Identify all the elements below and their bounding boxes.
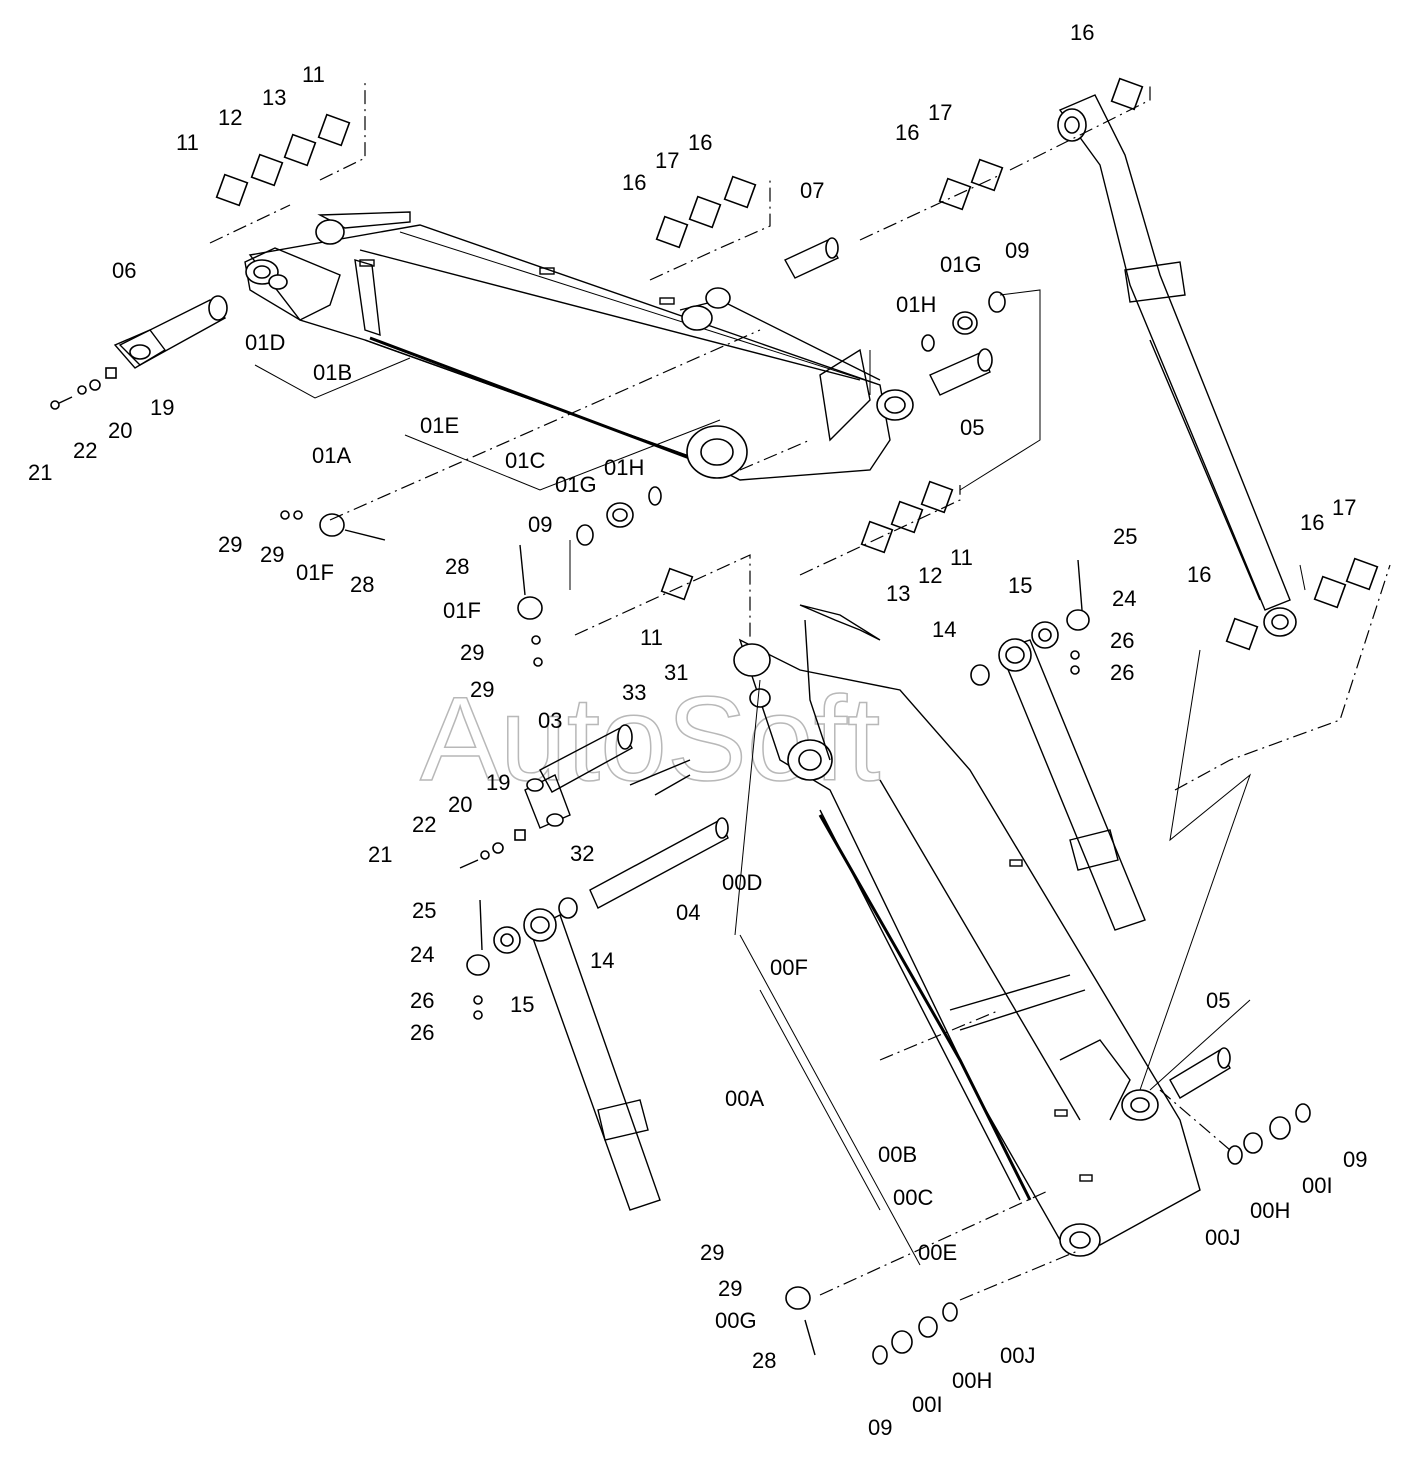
part-number-label: 29 — [260, 542, 284, 567]
part-number-label: 28 — [445, 554, 469, 579]
part-number-label: 19 — [150, 395, 174, 420]
part-number-label: 15 — [1008, 573, 1032, 598]
part-number-label: 06 — [112, 258, 136, 283]
part-number-label: 17 — [928, 100, 952, 125]
part-number-label: 00J — [1000, 1343, 1035, 1368]
part-number-label: 01G — [555, 472, 597, 497]
part-number-label: 01B — [313, 360, 352, 385]
part-number-label: 24 — [1112, 586, 1136, 611]
cylinder-upper-right-drawing — [1057, 94, 1297, 637]
part-number-label: 00H — [952, 1368, 992, 1393]
part-number-label: 11 — [950, 545, 973, 570]
part-number-label: 29 — [470, 677, 494, 702]
part-number-label: 17 — [1332, 495, 1356, 520]
part-number-label: 01H — [896, 292, 936, 317]
part-number-label: 15 — [510, 992, 534, 1017]
part-number-label: 05 — [1206, 988, 1230, 1013]
arm-assembly-drawing — [244, 211, 914, 481]
part-number-label: 16 — [622, 170, 646, 195]
cylinder-middle-drawing — [998, 638, 1146, 931]
part-number-label: 01D — [245, 330, 285, 355]
part-number-label: 00I — [912, 1392, 943, 1417]
part-number-label: 29 — [718, 1276, 742, 1301]
part-number-label: 09 — [1005, 238, 1029, 263]
part-number-label: 12 — [918, 563, 942, 588]
part-number-label: 01F — [296, 560, 334, 585]
part-number-label: 19 — [486, 770, 510, 795]
part-number-label: 01A — [312, 443, 351, 468]
pin-06-drawing — [113, 295, 228, 369]
watermark-text: AutoSoft — [420, 672, 880, 806]
part-number-label: 01F — [443, 598, 481, 623]
part-number-label: 04 — [676, 900, 700, 925]
part-number-label: 26 — [410, 1020, 434, 1045]
part-number-label: 00F — [770, 955, 808, 980]
part-number-label: 14 — [590, 948, 614, 973]
part-number-label: 31 — [664, 660, 688, 685]
part-number-label: 22 — [73, 438, 97, 463]
part-number-label: 01H — [604, 455, 644, 480]
part-number-label: 16 — [688, 130, 712, 155]
part-number-label: 14 — [932, 617, 956, 642]
part-number-label: 07 — [800, 178, 824, 203]
cylinder-lower-left-drawing — [523, 908, 661, 1211]
part-number-label: 32 — [570, 841, 594, 866]
part-number-label: 21 — [28, 460, 52, 485]
part-number-label: 13 — [886, 581, 910, 606]
part-number-label: 09 — [528, 512, 552, 537]
part-number-label: 01C — [505, 448, 545, 473]
part-number-label: 11 — [640, 625, 663, 650]
part-number-label: 00J — [1205, 1225, 1240, 1250]
part-number-label: 29 — [218, 532, 242, 557]
pin-05-lower-drawing — [1169, 1049, 1231, 1099]
part-number-label: 21 — [368, 842, 392, 867]
part-number-label: 25 — [1113, 524, 1137, 549]
part-number-label: 00H — [1250, 1198, 1290, 1223]
part-number-label: 00E — [918, 1240, 957, 1265]
part-number-label: 11 — [176, 130, 199, 155]
part-number-label: 00I — [1302, 1173, 1333, 1198]
part-number-label: 00A — [725, 1086, 764, 1111]
part-number-label: 17 — [655, 148, 679, 173]
part-number-label: 29 — [700, 1240, 724, 1265]
part-number-label: 11 — [302, 62, 325, 87]
part-number-label: 00D — [722, 870, 762, 895]
part-number-label: 09 — [1343, 1147, 1367, 1172]
part-number-label: 20 — [108, 418, 132, 443]
part-number-label: 00B — [878, 1142, 917, 1167]
part-number-label: 28 — [350, 572, 374, 597]
part-number-label: 16 — [1300, 510, 1324, 535]
part-number-label: 12 — [218, 105, 242, 130]
part-number-label: 26 — [1110, 660, 1134, 685]
part-number-label: 16 — [895, 120, 919, 145]
part-number-label: 25 — [412, 898, 436, 923]
part-number-label: 26 — [410, 988, 434, 1013]
part-number-label: 00G — [715, 1308, 757, 1333]
part-number-label: 13 — [262, 85, 286, 110]
part-number-label: 05 — [960, 415, 984, 440]
part-number-label: 33 — [622, 680, 646, 705]
part-number-label: 16 — [1187, 562, 1211, 587]
part-number-label: 20 — [448, 792, 472, 817]
part-number-label: 24 — [410, 942, 434, 967]
leader-lines — [209, 80, 1391, 1301]
shim-plates-drawing — [215, 77, 1379, 651]
pin-05-upper-drawing — [929, 351, 991, 396]
part-number-label: 09 — [868, 1415, 892, 1440]
part-number-label: 01G — [940, 252, 982, 277]
part-number-label: 28 — [752, 1348, 776, 1373]
pin-04-drawing — [589, 819, 729, 909]
part-number-label: 16 — [1070, 20, 1094, 45]
pin-03-drawing — [524, 724, 633, 829]
part-number-label: 03 — [538, 708, 562, 733]
pin-07-drawing — [784, 239, 839, 279]
part-number-label: 00C — [893, 1185, 933, 1210]
part-number-label: 26 — [1110, 628, 1134, 653]
part-number-label: 29 — [460, 640, 484, 665]
part-number-label: 22 — [412, 812, 436, 837]
part-number-label: 01E — [420, 413, 459, 438]
